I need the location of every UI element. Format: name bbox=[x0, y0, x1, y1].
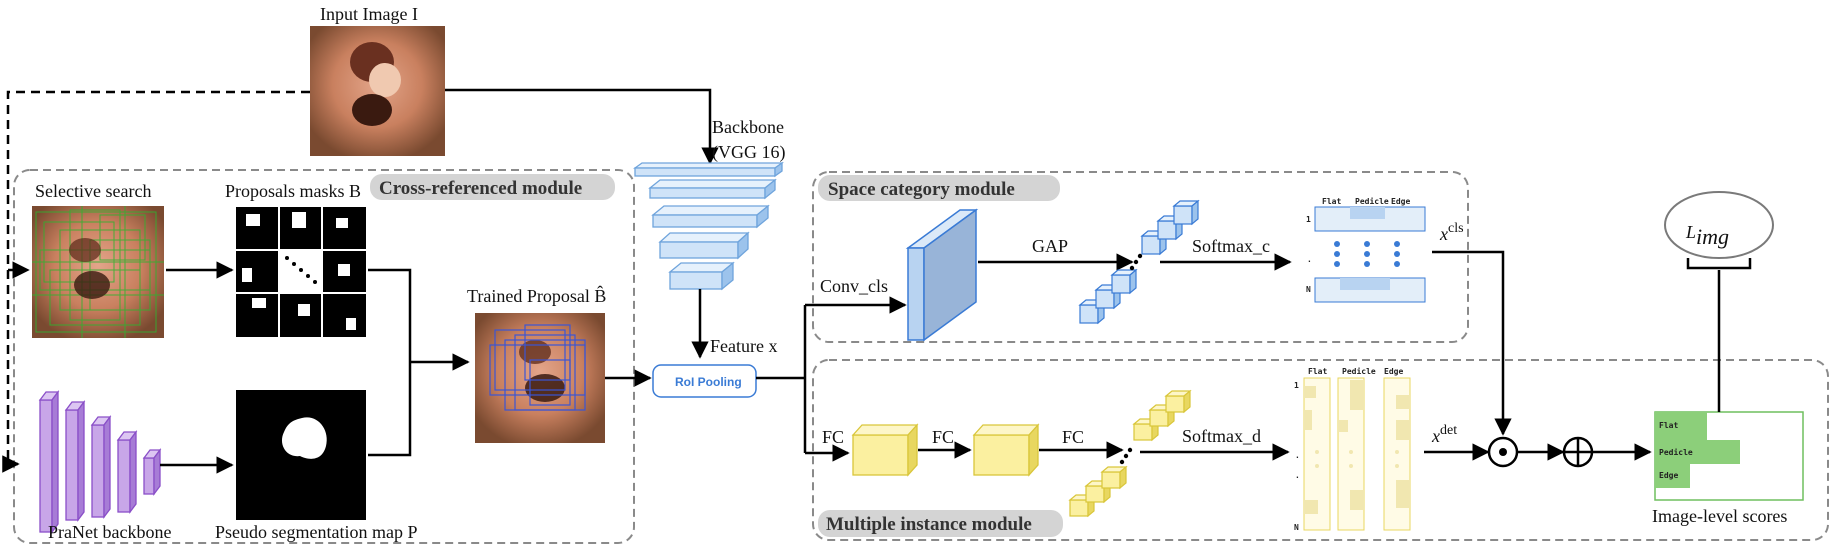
x-cls-label: xcls bbox=[1439, 221, 1464, 244]
det-table-row-1: 1 bbox=[1294, 381, 1299, 390]
elementwise-product-dot bbox=[1499, 448, 1507, 456]
cls-table-header-pedicle: Pedicle bbox=[1355, 196, 1389, 206]
det-table-header-edge: Edge bbox=[1384, 367, 1403, 376]
roi-pooling-label: RoI Pooling bbox=[675, 375, 742, 389]
det-proposal-cubes bbox=[1068, 389, 1192, 518]
input-image-label: Input Image I bbox=[320, 4, 418, 24]
proposal-masks-grid bbox=[236, 207, 366, 337]
cls-table-row-dot: . bbox=[1307, 255, 1312, 264]
det-score-table: Flat Pedicle Edge 1 . . N bbox=[1294, 366, 1411, 532]
input-to-backbone-arrow bbox=[445, 88, 719, 165]
loss-ellipse bbox=[1664, 191, 1774, 259]
det-cube-ellipsis bbox=[1119, 447, 1133, 465]
pseudo-seg-label: Pseudo segmentation map P bbox=[215, 522, 417, 542]
cls-cube-ellipsis bbox=[1129, 253, 1143, 271]
score-label-edge: Edge bbox=[1659, 471, 1678, 480]
det-table-header-flat: Flat bbox=[1308, 367, 1327, 376]
softmax-d-label: Softmax_d bbox=[1182, 426, 1261, 446]
trained-proposal-image bbox=[475, 313, 605, 443]
space-category-module-box bbox=[812, 171, 1469, 343]
vgg-backbone-layers bbox=[632, 161, 785, 291]
score-label-pedicle: Pedicle bbox=[1659, 447, 1693, 457]
fc-label-2: FC bbox=[932, 427, 954, 447]
proposal-masks-label: Proposals masks B bbox=[225, 181, 361, 201]
cls-table-header-flat: Flat bbox=[1322, 197, 1341, 206]
multiple-instance-module-tag bbox=[818, 510, 1063, 537]
trained-proposal-label: Trained Proposal B̂ bbox=[467, 285, 606, 306]
pranet-backbone-layers bbox=[38, 390, 162, 534]
loss-label: Limg bbox=[1685, 222, 1729, 249]
cls-table-row-1: 1 bbox=[1306, 215, 1311, 224]
cls-table-row-n: N bbox=[1306, 285, 1311, 294]
selective-search-image bbox=[32, 206, 164, 338]
fc-block-2 bbox=[972, 423, 1040, 477]
space-category-module-label: Space category module bbox=[828, 179, 1015, 200]
cross-referenced-module-tag bbox=[370, 174, 615, 200]
fc-label-1: FC bbox=[822, 427, 844, 447]
cls-proposal-cubes bbox=[1078, 199, 1200, 325]
det-table-header-pedicle: Pedicle bbox=[1342, 366, 1376, 376]
feature-label: Feature x bbox=[710, 336, 777, 356]
roi-pooling-box bbox=[652, 364, 757, 398]
det-table-row-dot-b: . bbox=[1295, 471, 1300, 480]
input-dashed-line bbox=[2, 90, 310, 473]
backbone-label: Backbone bbox=[712, 117, 784, 137]
selective-search-label: Selective search bbox=[35, 181, 151, 201]
conv-cls-block bbox=[905, 208, 979, 342]
roi-split-line bbox=[756, 305, 807, 453]
merge-bracket bbox=[368, 268, 412, 457]
softmax-c-label: Softmax_c bbox=[1192, 236, 1270, 256]
input-image bbox=[310, 26, 445, 156]
pseudo-segmentation-map bbox=[236, 390, 366, 520]
cross-referenced-module-box bbox=[13, 169, 635, 544]
det-table-row-n: N bbox=[1294, 523, 1299, 532]
conv-cls-label: Conv_cls bbox=[820, 276, 888, 296]
det-table-row-dot-a: . bbox=[1295, 451, 1300, 460]
space-category-module-tag bbox=[818, 175, 1060, 201]
score-label-flat: Flat bbox=[1659, 421, 1678, 430]
cls-score-table: Flat Pedicle Edge 1 . N bbox=[1306, 196, 1426, 303]
image-level-score-table: Flat Pedicle Edge bbox=[1654, 411, 1804, 501]
loss-brace bbox=[1686, 258, 1752, 270]
backbone-model-label: (VGG 16) bbox=[712, 142, 786, 163]
multiple-instance-module-box bbox=[812, 359, 1829, 541]
sum-operator bbox=[1562, 436, 1594, 468]
image-level-scores-label: Image-level scores bbox=[1652, 506, 1787, 526]
pranet-backbone-label: PraNet backbone bbox=[48, 522, 171, 542]
x-cls-to-odot-arrow bbox=[1432, 250, 1512, 436]
fc-label-3: FC bbox=[1062, 427, 1084, 447]
gap-label: GAP bbox=[1032, 236, 1068, 256]
cls-table-header-edge: Edge bbox=[1391, 197, 1410, 206]
fc-block-1 bbox=[851, 423, 919, 477]
cross-referenced-module-label: Cross-referenced module bbox=[379, 178, 582, 199]
x-det-label: xdet bbox=[1431, 423, 1457, 446]
multiple-instance-module-label: Multiple instance module bbox=[826, 514, 1032, 535]
